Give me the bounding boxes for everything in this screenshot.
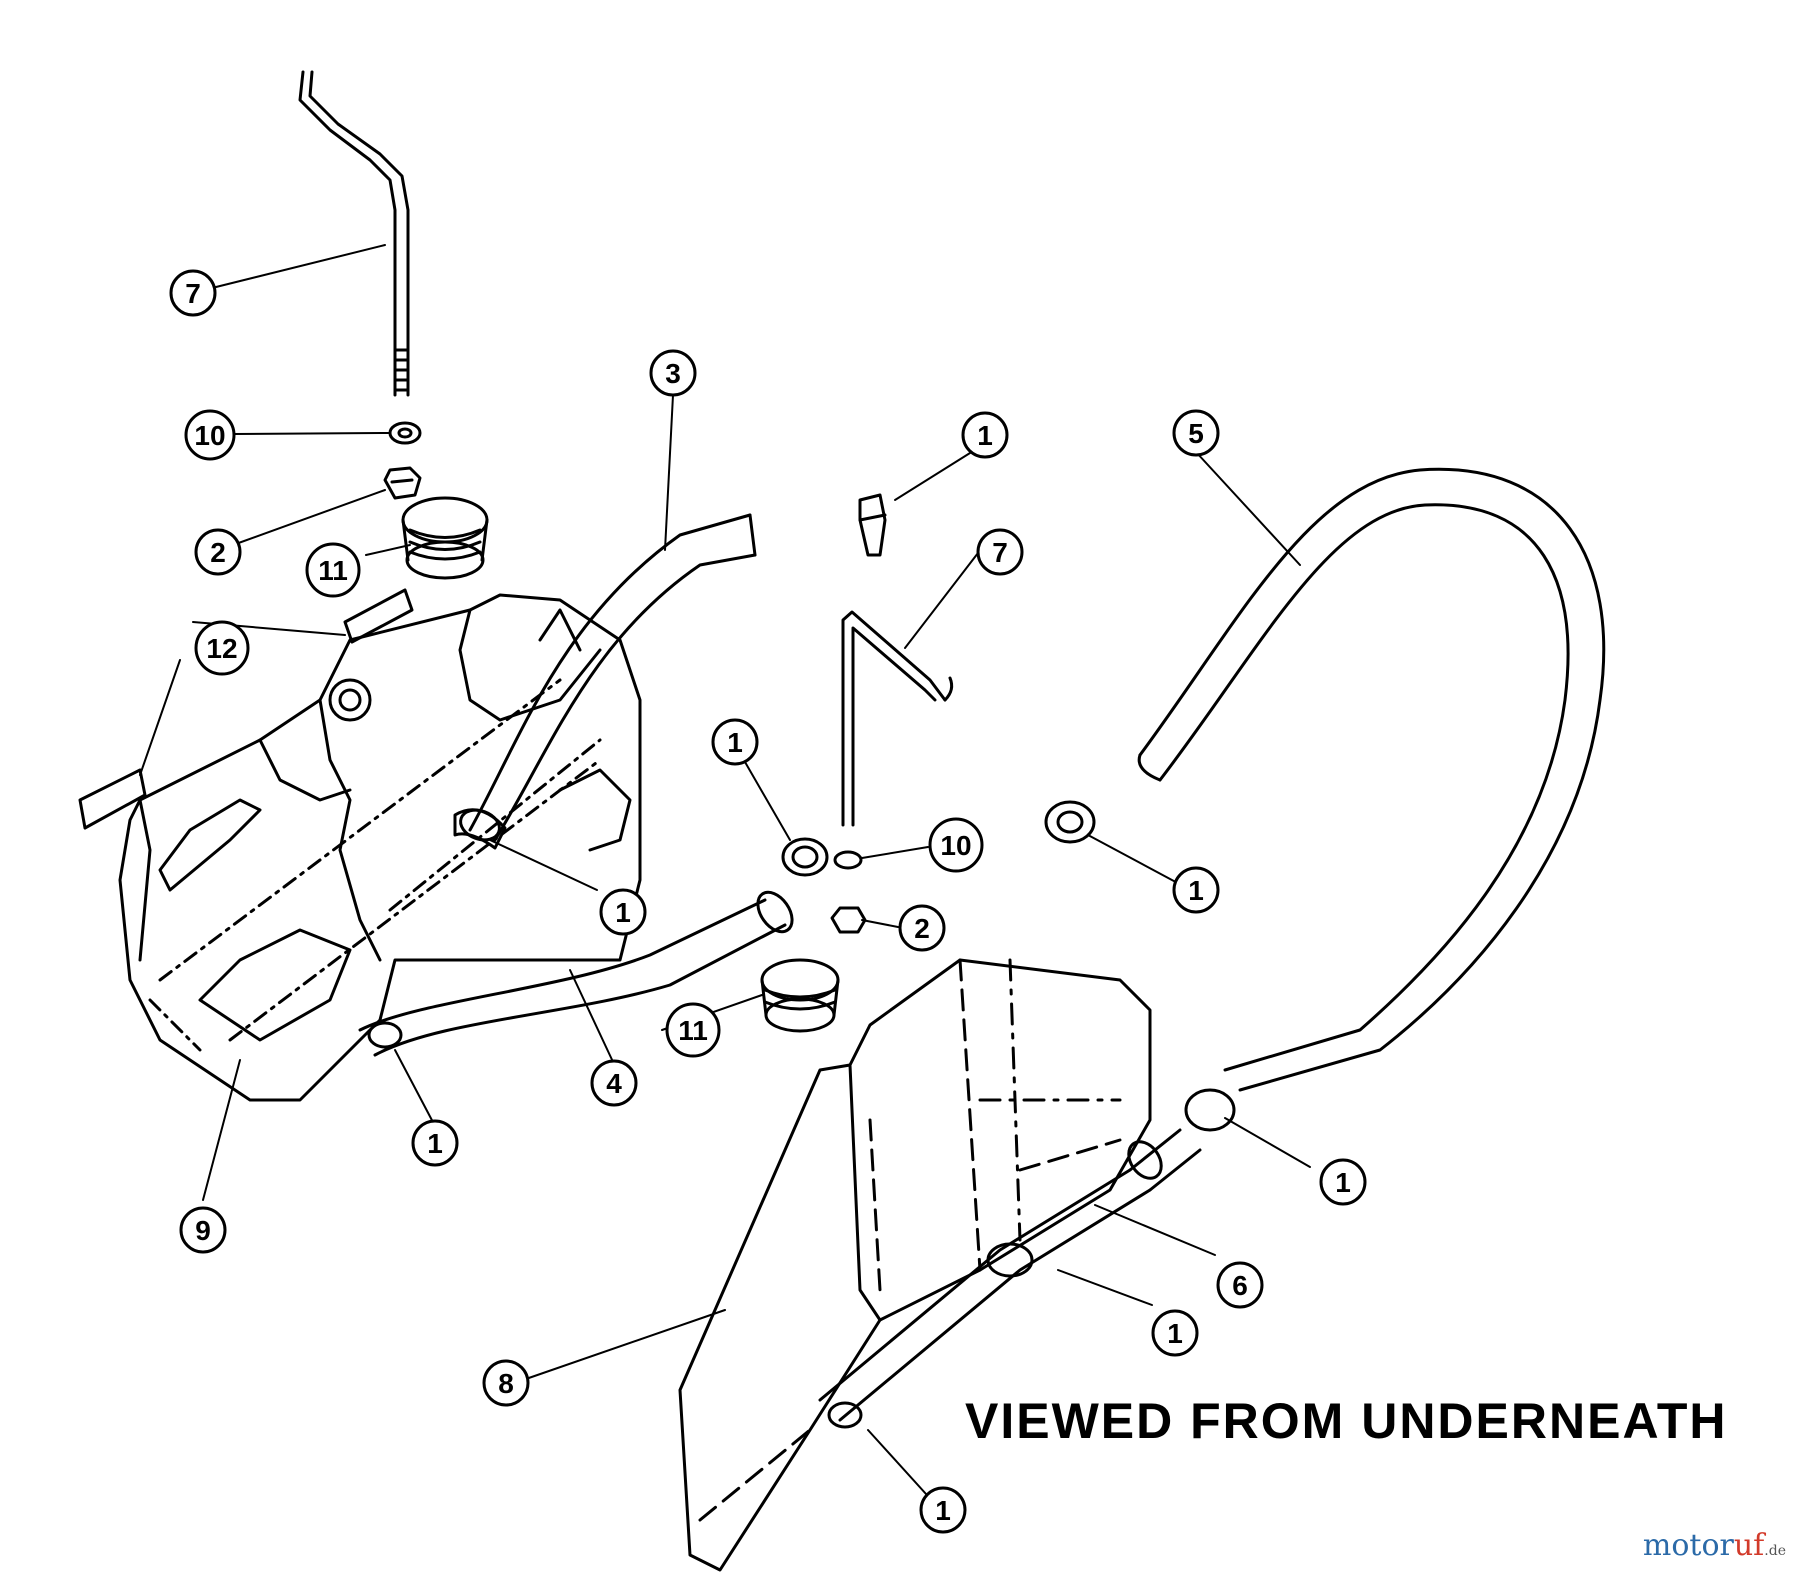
callout-1: 1: [1172, 866, 1220, 914]
callout-9: 9: [179, 1206, 227, 1254]
fitting-2-middle: [830, 906, 867, 934]
fitting-2-upper: [383, 466, 422, 500]
watermark-tld: .de: [1764, 1543, 1786, 1559]
watermark-logo: motoruf.de: [1643, 1528, 1786, 1563]
fuel-tank-bottom-view: [678, 958, 1152, 1572]
callout-1: 1: [919, 1486, 967, 1534]
watermark-accent: uf: [1733, 1528, 1765, 1563]
svg-text:1: 1: [935, 1495, 951, 1526]
hose-4: [358, 890, 794, 1057]
svg-text:1: 1: [977, 420, 993, 451]
callout-7: 7: [169, 269, 217, 317]
callout-7: 7: [976, 528, 1024, 576]
callouts: 7 10 2 11 12 3 1 7 5 1 10 2 1 1 11 4 1 9…: [169, 269, 1367, 1534]
rod-7-upper: [298, 70, 410, 397]
callout-6: 6: [1216, 1261, 1264, 1309]
callout-2: 2: [194, 528, 242, 576]
svg-text:7: 7: [185, 278, 201, 309]
callout-8: 8: [482, 1359, 530, 1407]
callout-1: 1: [1151, 1309, 1199, 1357]
svg-text:3: 3: [665, 358, 681, 389]
callout-10: 10: [928, 817, 984, 873]
callout-11: 11: [305, 542, 361, 598]
cap-11-middle: [760, 958, 840, 1033]
hose-6: [818, 1128, 1202, 1422]
svg-text:11: 11: [678, 1015, 708, 1046]
clamp-left-tank: [367, 808, 501, 1049]
callout-1: 1: [411, 1119, 459, 1167]
svg-text:8: 8: [498, 1368, 514, 1399]
callout-2: 2: [898, 904, 946, 952]
clamp-right: [1044, 800, 1096, 844]
clamps-bottom: [827, 1088, 1236, 1429]
svg-text:1: 1: [1188, 875, 1204, 906]
callout-3: 3: [649, 349, 697, 397]
clip-1-upper: [858, 493, 887, 557]
watermark-main: motor: [1642, 1528, 1734, 1563]
svg-text:1: 1: [427, 1128, 443, 1159]
svg-text:5: 5: [1188, 418, 1204, 449]
callout-12: 12: [194, 620, 250, 676]
svg-text:1: 1: [727, 727, 743, 758]
caption-viewed-from-underneath: VIEWED FROM UNDERNEATH: [965, 1393, 1728, 1449]
clamp-middle: [781, 837, 829, 877]
svg-text:2: 2: [210, 537, 226, 568]
callout-11: 11: [665, 1002, 721, 1058]
callout-1: 1: [599, 888, 647, 936]
callout-1: 1: [1319, 1158, 1367, 1206]
svg-text:1: 1: [1335, 1167, 1351, 1198]
svg-text:12: 12: [206, 633, 237, 664]
svg-text:10: 10: [194, 420, 225, 451]
callout-10: 10: [184, 409, 236, 461]
callout-4: 4: [590, 1059, 638, 1107]
fuel-tank-left: [118, 593, 642, 1102]
label-plate-12: [78, 588, 414, 830]
svg-text:6: 6: [1232, 1270, 1248, 1301]
svg-text:7: 7: [992, 537, 1008, 568]
svg-text:4: 4: [606, 1068, 622, 1099]
callout-1: 1: [711, 718, 759, 766]
rod-7-middle: [841, 610, 954, 827]
leader-lines: [139, 244, 1311, 1506]
svg-text:2: 2: [914, 913, 930, 944]
svg-text:10: 10: [940, 830, 971, 861]
hose-3: [453, 513, 757, 850]
svg-text:1: 1: [1167, 1318, 1183, 1349]
svg-text:9: 9: [195, 1215, 211, 1246]
hose-5: [1137, 467, 1606, 1092]
nut-10-upper: [388, 421, 422, 445]
callout-1: 1: [961, 411, 1009, 459]
callout-5: 5: [1172, 409, 1220, 457]
cap-11-upper: [401, 496, 489, 580]
svg-text:11: 11: [318, 555, 348, 586]
nut-10-middle: [833, 850, 863, 870]
svg-text:1: 1: [615, 897, 631, 928]
